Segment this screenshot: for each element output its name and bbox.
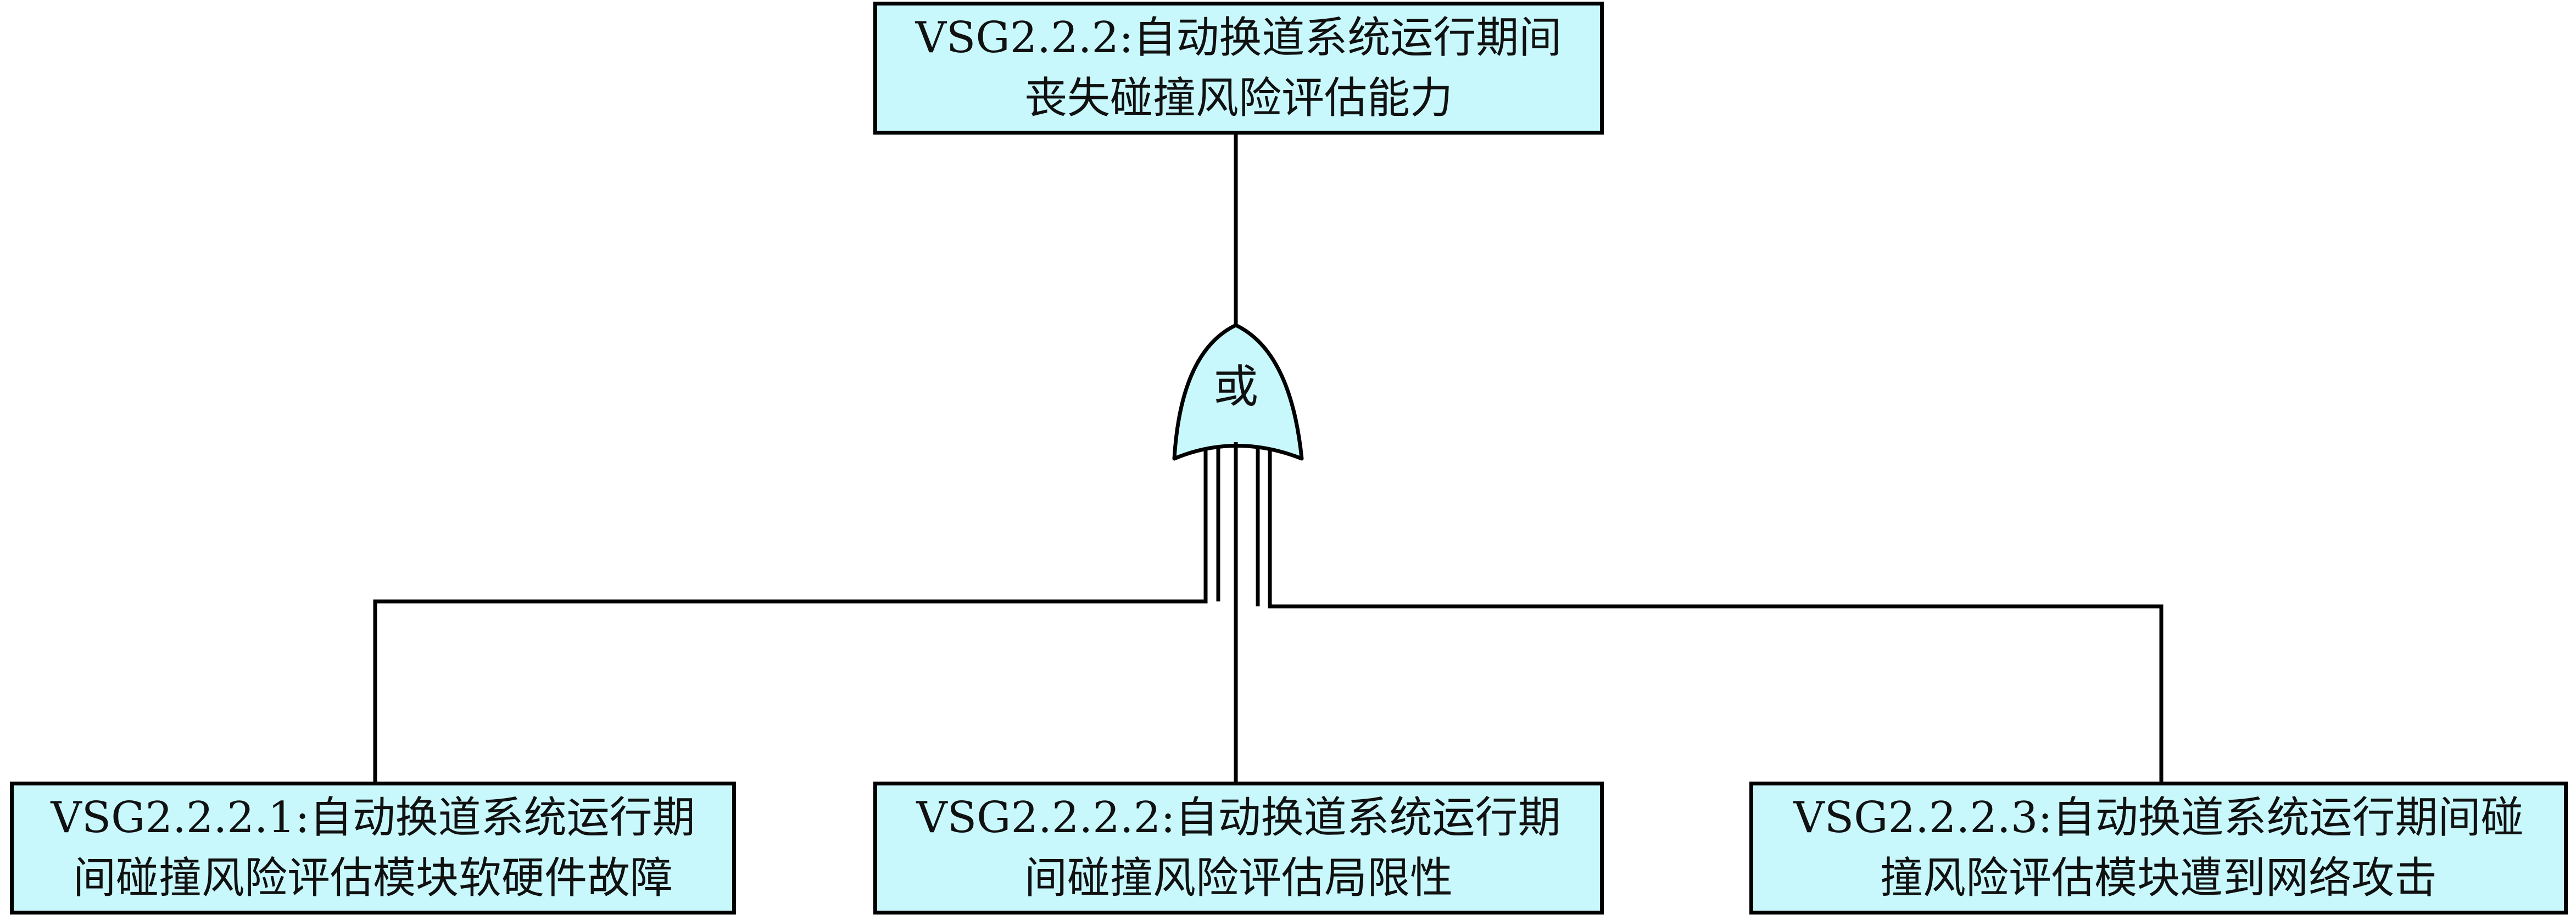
child-event-box-3: VSG2.2.2.3:自动换道系统运行期间碰 撞风险评估模块遭到网络攻击 — [1749, 782, 2568, 915]
child-event-3-line-1: VSG2.2.2.3:自动换道系统运行期间碰 — [1793, 793, 2524, 843]
connector-gate-to-child-3 — [1268, 450, 2164, 783]
child-event-3-line-2: 撞风险评估模块遭到网络攻击 — [1880, 854, 2437, 903]
or-gate-label: 或 — [1213, 361, 1258, 413]
top-event-line-1: VSG2.2.2:自动换道系统运行期间 — [915, 13, 1562, 63]
child-event-2-line-1: VSG2.2.2.2:自动换道系统运行期 — [916, 793, 1561, 843]
top-event-box: VSG2.2.2:自动换道系统运行期间 丧失碰撞风险评估能力 — [873, 2, 1604, 135]
child-event-box-1: VSG2.2.2.1:自动换道系统运行期 间碰撞风险评估模块软硬件故障 — [10, 782, 736, 915]
child-event-1-line-2: 间碰撞风险评估模块软硬件故障 — [73, 854, 673, 903]
child-event-box-2: VSG2.2.2.2:自动换道系统运行期 间碰撞风险评估局限性 — [873, 782, 1604, 915]
child-event-1-line-1: VSG2.2.2.1:自动换道系统运行期 — [51, 793, 695, 843]
child-event-2-line-2: 间碰撞风险评估局限性 — [1024, 854, 1453, 903]
or-gate-shape — [1172, 323, 1304, 461]
connector-gate-to-child-1 — [373, 449, 1208, 783]
top-event-line-2: 丧失碰撞风险评估能力 — [1024, 74, 1453, 123]
